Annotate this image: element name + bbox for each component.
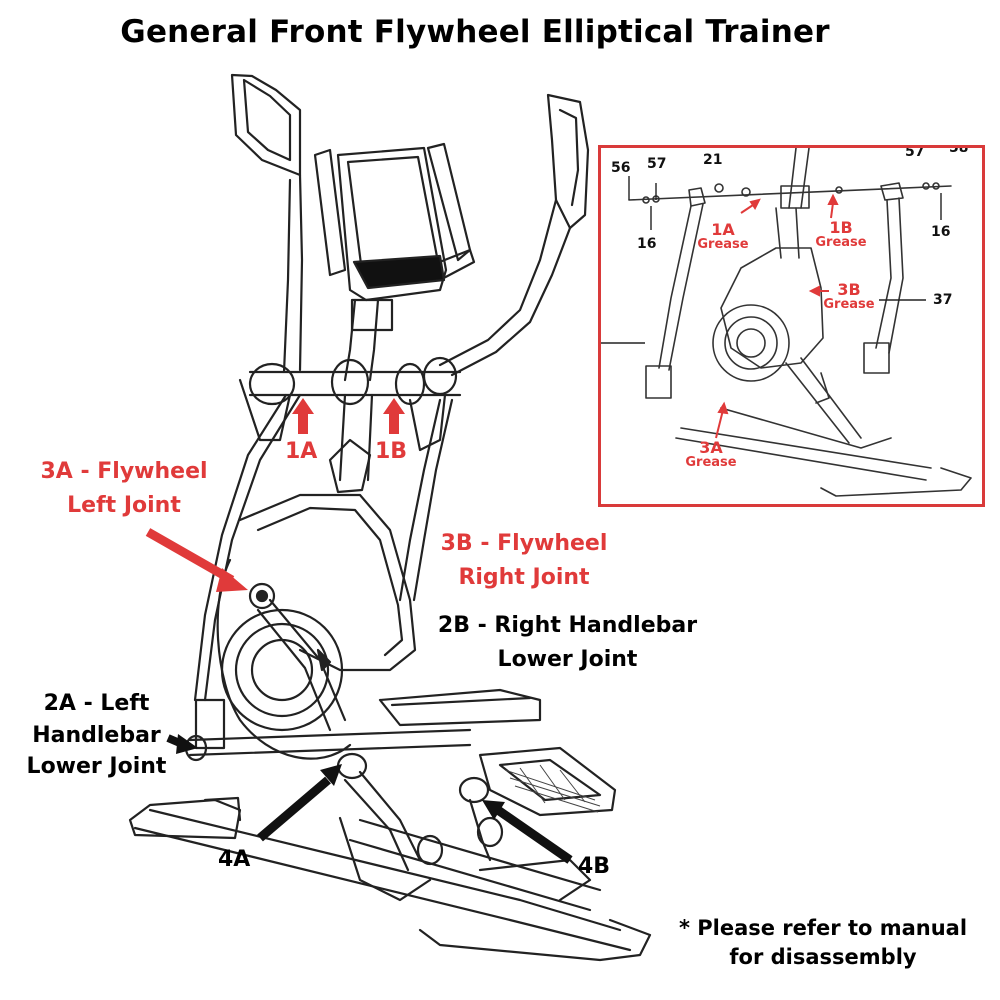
grease-point-3b: 3B Grease [817, 280, 881, 312]
part-number-21: 21 [703, 152, 723, 168]
label-2b-line1: 2B - Right Handlebar [437, 613, 698, 638]
part-number-16-left: 16 [637, 236, 657, 252]
disassembly-note: * Please refer to manual for disassembly [668, 914, 978, 973]
label-1b: 1B [375, 439, 408, 464]
grease-point-1b-text: Grease [815, 235, 867, 250]
grease-point-3a: 3A Grease [679, 438, 743, 470]
part-number-57-right: 57 [905, 145, 925, 160]
grease-point-1b-id: 1B [829, 218, 853, 237]
label-4a: 4A [218, 847, 251, 872]
grease-point-1a-id: 1A [711, 220, 735, 239]
part-number-58: 58 [949, 145, 969, 156]
part-number-37: 37 [933, 292, 953, 308]
part-number-16-right: 16 [931, 224, 951, 240]
note-line1: * Please refer to manual [678, 916, 968, 940]
label-1a: 1A [285, 439, 318, 464]
label-2a-line1: 2A - Left [43, 691, 150, 716]
grease-point-3b-text: Grease [823, 297, 875, 312]
label-3b-line2: Right Joint [458, 564, 590, 590]
label-3a: 3A - Flywheel Left Joint [24, 458, 224, 519]
label-3b: 3B - Flywheel Right Joint [424, 530, 624, 591]
label-3a-line2: Left Joint [67, 492, 181, 518]
label-3a-line1: 3A - Flywheel [40, 459, 208, 484]
grease-point-3a-text: Grease [685, 455, 737, 470]
grease-point-3b-id: 3B [837, 280, 861, 299]
diagram-title: General Front Flywheel Elliptical Traine… [120, 14, 830, 50]
grease-point-3a-id: 3A [699, 438, 723, 457]
label-2a-line3: Lower Joint [26, 754, 167, 779]
grease-point-1b: 1B Grease [811, 218, 871, 250]
part-number-56: 56 [611, 160, 631, 176]
note-line2: for disassembly [729, 945, 917, 970]
label-3b-line1: 3B - Flywheel [440, 531, 608, 556]
grease-point-1a: 1A Grease [693, 220, 753, 252]
label-2a-line2: Handlebar [32, 722, 161, 748]
inset-illustration [601, 148, 972, 497]
grease-point-1a-text: Grease [697, 237, 749, 252]
label-2b: 2B - Right Handlebar Lower Joint [420, 612, 715, 673]
label-4b: 4B [578, 854, 611, 879]
part-number-57-left: 57 [647, 156, 667, 172]
inset-detail: 56 57 21 57 58 16 16 37 1A Grease 1B Gre… [598, 145, 985, 507]
label-2b-line2: Lower Joint [497, 646, 638, 672]
label-2a: 2A - Left Handlebar Lower Joint [14, 690, 179, 781]
